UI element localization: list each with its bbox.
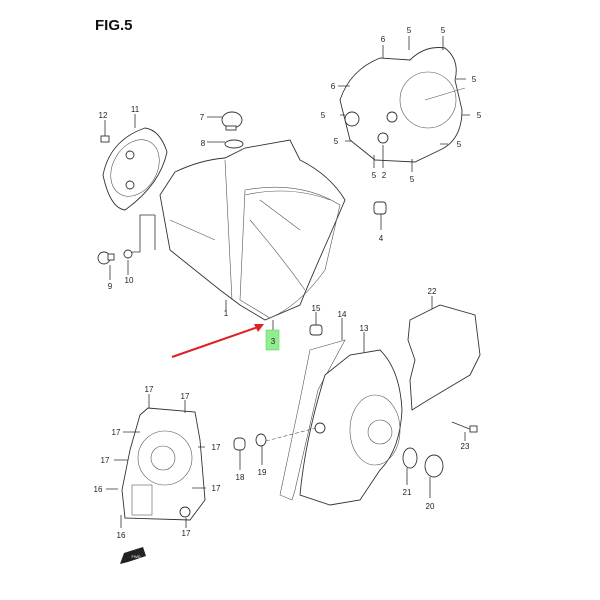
part-10-washer[interactable] [123,249,133,259]
label-5: 5 [477,111,482,120]
callout-labels: 12 11 7 8 9 10 1 3 6 5 5 6 5 5 5 5 5 5 2… [94,26,482,540]
part-22-sprocket-cover[interactable] [407,304,481,411]
label-16: 16 [117,531,126,540]
label-14: 14 [338,310,347,319]
label-17: 17 [145,385,154,394]
label-10: 10 [125,276,134,285]
label-16: 16 [94,485,103,494]
part-23-bolt[interactable] [451,421,478,433]
label-2: 2 [382,171,387,180]
label-8: 8 [201,139,206,148]
label-17: 17 [101,456,110,465]
label-1: 1 [224,309,229,318]
label-17: 17 [182,529,191,538]
part-21-o-ring[interactable] [402,447,418,469]
label-7: 7 [200,113,205,122]
part-9-drain-bolt[interactable] [97,251,115,265]
label-5: 5 [457,140,462,149]
label-18: 18 [236,473,245,482]
label-17: 17 [112,428,121,437]
part-12-bolt[interactable] [100,135,110,143]
part-14-gasket[interactable] [279,339,346,501]
label-3-highlighted[interactable]: 3 [271,337,276,346]
label-5: 5 [372,171,377,180]
part-2-clutch-cover[interactable] [339,47,466,163]
label-17: 17 [181,392,190,401]
label-19: 19 [258,468,267,477]
label-4: 4 [379,234,384,243]
part-1-crankcase[interactable] [159,139,346,321]
part-13-generator-cover[interactable] [299,349,403,506]
label-5: 5 [334,137,339,146]
highlight-box [265,329,280,351]
label-5: 5 [321,111,326,120]
label-13: 13 [360,324,369,333]
label-17: 17 [212,484,221,493]
part-18-plug[interactable] [233,437,246,451]
label-12: 12 [99,111,108,120]
label-20: 20 [426,502,435,511]
label-11: 11 [131,105,140,114]
part-15-dowel[interactable] [309,324,323,336]
part-left-cover[interactable] [121,407,206,521]
label-5: 5 [410,175,415,184]
label-21: 21 [403,488,412,497]
label-6: 6 [331,82,336,91]
part-4-dowel[interactable] [373,201,387,215]
part-7-oil-cap[interactable] [221,111,243,131]
front-direction-marker: FWD [120,547,146,564]
label-23: 23 [461,442,470,451]
part-20-plug[interactable] [424,454,444,478]
part-11-plate[interactable] [101,127,169,211]
label-5: 5 [407,26,412,35]
label-17: 17 [212,443,221,452]
indicator-arrow [171,324,264,358]
label-22: 22 [428,287,437,296]
part-8-o-ring[interactable] [224,139,244,149]
svg-text:FWD: FWD [131,554,140,559]
figure-title: FIG.5 [95,17,133,34]
label-15: 15 [312,304,321,313]
part-19-washer[interactable] [255,433,267,447]
label-6: 6 [381,35,386,44]
label-5: 5 [441,26,446,35]
label-5: 5 [472,75,477,84]
label-9: 9 [108,282,113,291]
